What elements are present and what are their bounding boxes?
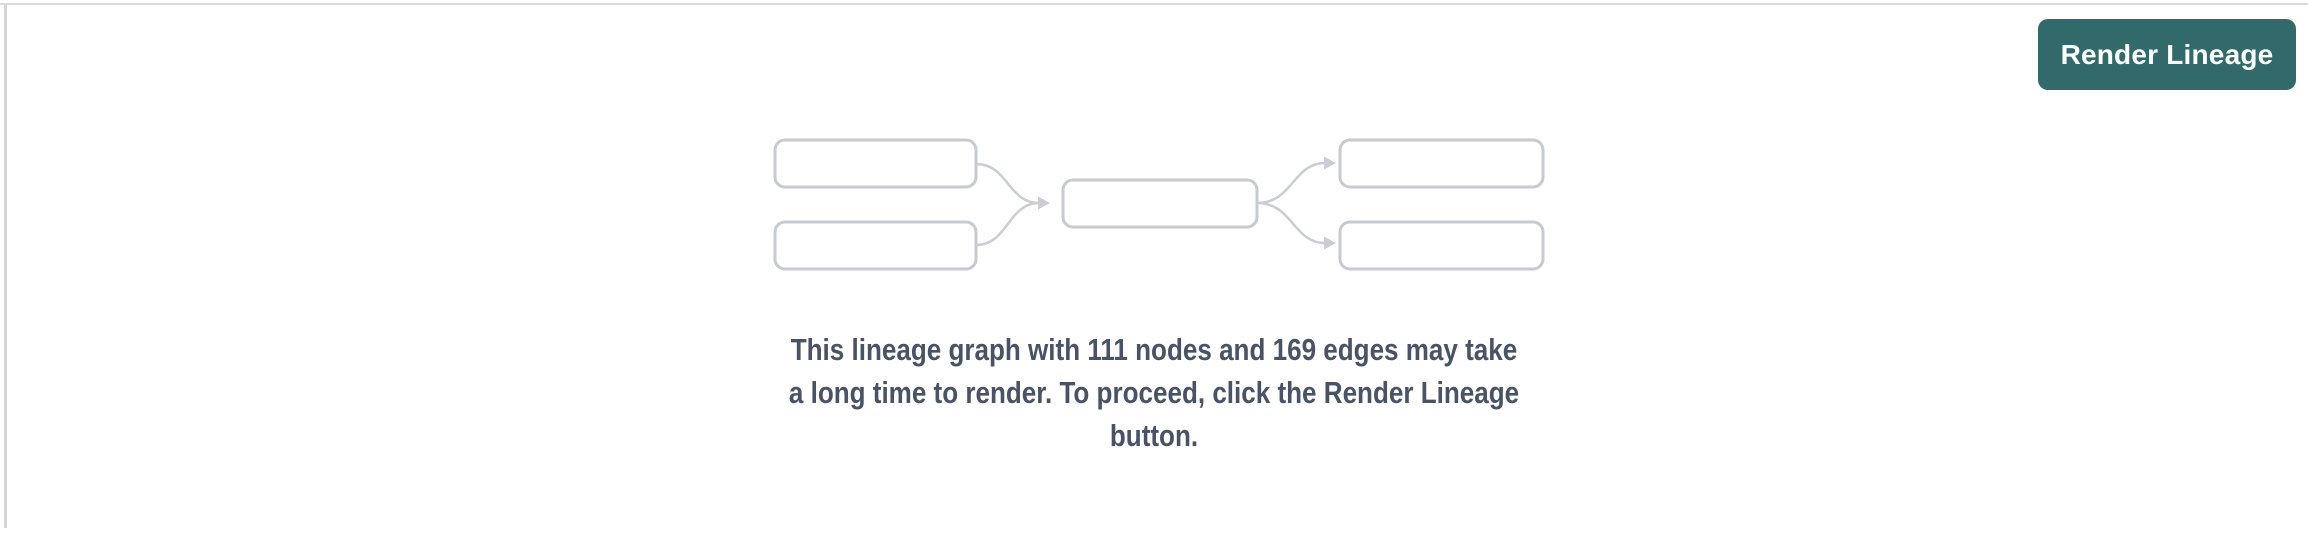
message-line: button. [1109,418,1199,453]
arrowhead-icon [1324,156,1336,170]
graph-node-box [773,220,978,271]
lineage-warning-message: This lineage graph with 111 nodes and 16… [789,328,1519,457]
lineage-nodes [773,138,1545,271]
message-line: This lineage graph with 111 nodes and 16… [790,332,1518,367]
arrowhead-icon [1038,196,1050,210]
lineage-graph-placeholder-icon [773,138,1545,271]
panel-left-divider [4,3,7,528]
graph-node-box [773,138,978,189]
render-lineage-button[interactable]: Render Lineage [2038,19,2296,90]
graph-node-box [1338,220,1545,271]
graph-node-box [1338,138,1545,189]
panel-top-border [0,3,2308,5]
arrowhead-icon [1324,236,1336,250]
lineage-edges [975,156,1336,250]
graph-node-box [1061,178,1259,229]
message-line: a long time to render. To proceed, click… [788,375,1520,410]
